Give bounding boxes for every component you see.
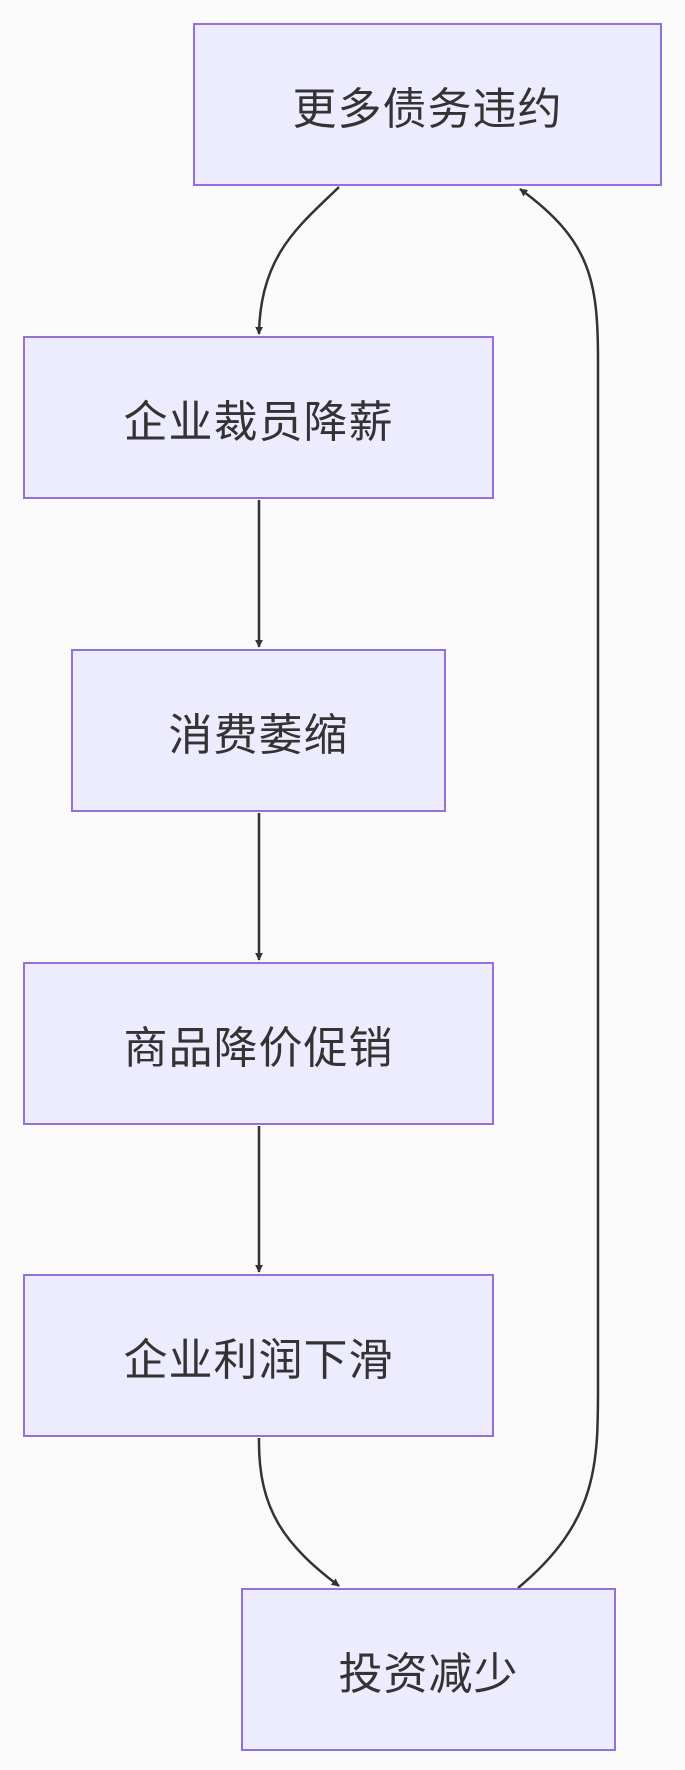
node-debt-default: 更多债务违约 [193,23,662,186]
node-label: 投资减少 [338,1648,519,1700]
edge-investment-to-debt [517,187,600,1589]
node-label: 商品降价促销 [123,1022,394,1074]
edge-debt-to-layoffs [255,186,340,335]
node-consumption-shrink: 消费萎缩 [71,649,446,812]
node-label: 消费萎缩 [168,709,349,761]
node-label: 企业裁员降薪 [123,396,394,448]
node-layoffs-pay-cuts: 企业裁员降薪 [23,336,494,499]
node-label: 企业利润下滑 [123,1334,394,1386]
node-profit-decline: 企业利润下滑 [23,1274,494,1437]
node-price-cuts-promotion: 商品降价促销 [23,962,494,1125]
node-investment-decrease: 投资减少 [241,1588,616,1751]
node-label: 更多债务违约 [292,83,563,135]
edge-profit-to-investment [257,1437,340,1587]
